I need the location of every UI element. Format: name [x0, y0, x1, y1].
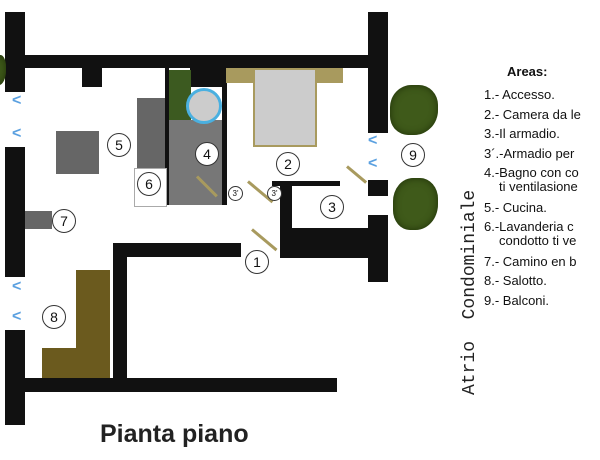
wall	[280, 228, 370, 258]
wall	[368, 180, 388, 196]
door	[346, 165, 368, 184]
plant-strip	[169, 70, 191, 120]
legend-item: 5.- Cucina.	[484, 199, 547, 215]
room-label-armadio-small: 3'	[228, 186, 243, 201]
legend-item: 7.- Camino en b	[484, 253, 577, 269]
window-icon: <	[12, 278, 22, 295]
wall	[368, 215, 388, 282]
legend-heading: Areas:	[507, 64, 548, 79]
legend: Areas: 1.- Accesso. 2.- Camera da le 3.-…	[484, 64, 581, 310]
sofa	[42, 348, 110, 378]
window-icon: <	[12, 125, 22, 142]
room-label-armadio: 3	[320, 195, 344, 219]
window-icon: <	[12, 308, 22, 325]
window-icon: <	[368, 132, 378, 149]
legend-item: 3.-Il armadio.	[484, 126, 560, 141]
wall	[25, 378, 337, 392]
window-icon: <	[12, 92, 22, 109]
room-label-bagno: 4	[195, 142, 219, 166]
wall	[165, 68, 169, 205]
legend-item: 4.-Bagno con co	[484, 165, 579, 180]
room-label-lavanderia: 6	[137, 172, 161, 196]
legend-item-cont: ti ventilasione	[499, 178, 578, 194]
bed	[253, 68, 317, 147]
tree-icon	[393, 178, 438, 230]
wall	[113, 243, 127, 380]
room-label-cucina: 5	[107, 133, 131, 157]
legend-item: 2.- Camera da le	[484, 106, 581, 122]
room-label-camera: 2	[276, 152, 300, 176]
legend-item: 8.- Salotto.	[484, 273, 547, 288]
wall	[222, 68, 227, 205]
wall	[25, 55, 370, 68]
room-label-balconi: 9	[401, 143, 425, 167]
legend-item: 6.-Lavanderia c	[484, 219, 574, 234]
wall	[272, 181, 340, 186]
fireplace	[25, 211, 52, 229]
legend-item: 9.- Balconi.	[484, 292, 550, 308]
tree-icon	[390, 85, 438, 135]
plan-title: Pianta piano	[100, 420, 249, 448]
wall	[5, 147, 25, 277]
dining-table	[56, 131, 99, 174]
room-label-armadio-small: 3'	[267, 186, 282, 201]
legend-item-cont: condotto ti ve	[499, 232, 577, 248]
room-label-accesso: 1	[245, 250, 269, 274]
room-label-camino: 7	[52, 209, 76, 233]
legend-item: 3´.-Armadio per	[484, 145, 575, 161]
wall	[190, 68, 222, 87]
wall	[5, 330, 25, 425]
wall	[368, 12, 388, 133]
door	[251, 228, 278, 252]
room-label-salotto: 8	[42, 305, 66, 329]
tree-icon	[0, 55, 6, 85]
wall	[113, 243, 241, 257]
window-icon: <	[368, 155, 378, 172]
wall	[5, 12, 25, 92]
side-label: Atrio Condominiale	[460, 189, 480, 395]
wall	[82, 68, 102, 87]
legend-item: 1.- Accesso.	[484, 87, 555, 102]
shower-icon	[186, 88, 222, 124]
